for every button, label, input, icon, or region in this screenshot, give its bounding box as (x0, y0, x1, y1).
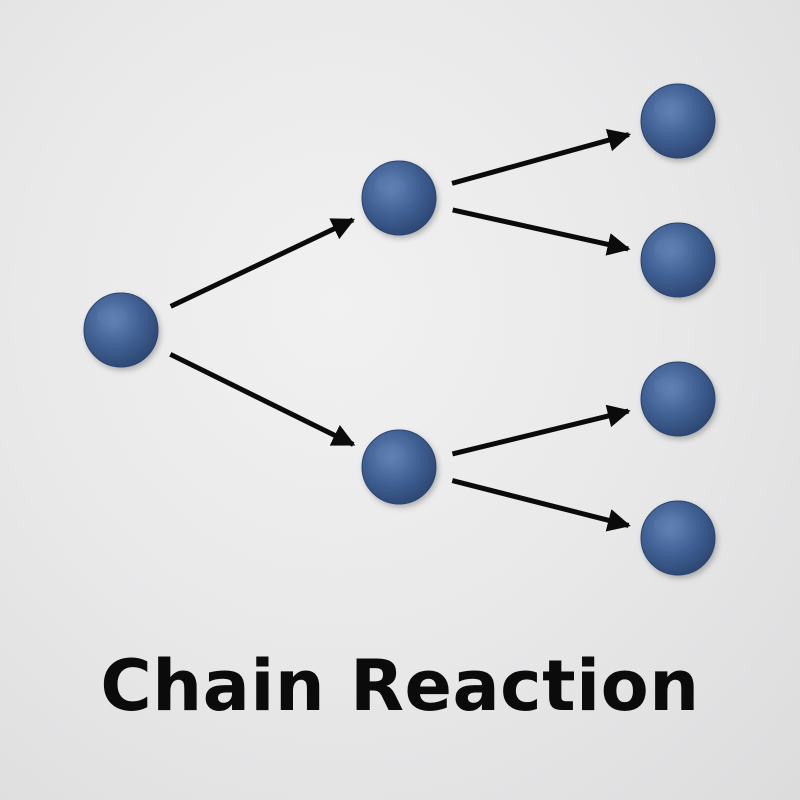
sphere-highlight (654, 99, 684, 117)
sphere-highlight (654, 377, 684, 395)
sphere-node (361, 160, 437, 236)
arrow-generation-2-node-bottom-to-generation-3-node-3 (451, 404, 631, 457)
generation-2-node-top (361, 160, 437, 236)
arrow-generation-2-node-top-to-generation-3-node-1 (451, 128, 632, 186)
generation-1-node (83, 292, 159, 368)
sphere-node (640, 83, 716, 159)
sphere-highlight (375, 445, 405, 463)
sphere-highlight (97, 308, 127, 326)
generation-3-node-4 (640, 500, 716, 576)
generation-3-node-2 (640, 222, 716, 298)
sphere-node (640, 500, 716, 576)
sphere-highlight (654, 238, 684, 256)
nodes-layer (83, 83, 716, 576)
diagram-title: Chain Reaction (100, 645, 700, 727)
sphere-node (83, 292, 159, 368)
sphere-highlight (375, 176, 405, 194)
generation-3-node-1 (640, 83, 716, 159)
arrow-generation-2-node-top-to-generation-3-node-2 (452, 207, 631, 256)
arrow-generation-2-node-bottom-to-generation-3-node-4 (451, 478, 631, 532)
sphere-highlight (654, 516, 684, 534)
sphere-node (361, 429, 437, 505)
generation-3-node-3 (640, 361, 716, 437)
sphere-node (640, 361, 716, 437)
generation-2-node-bottom (361, 429, 437, 505)
arrow-generation-1-node-to-generation-2-node-top (169, 217, 356, 309)
sphere-node (640, 222, 716, 298)
arrow-generation-1-node-to-generation-2-node-bottom (169, 352, 356, 447)
arrows-layer (169, 128, 632, 532)
